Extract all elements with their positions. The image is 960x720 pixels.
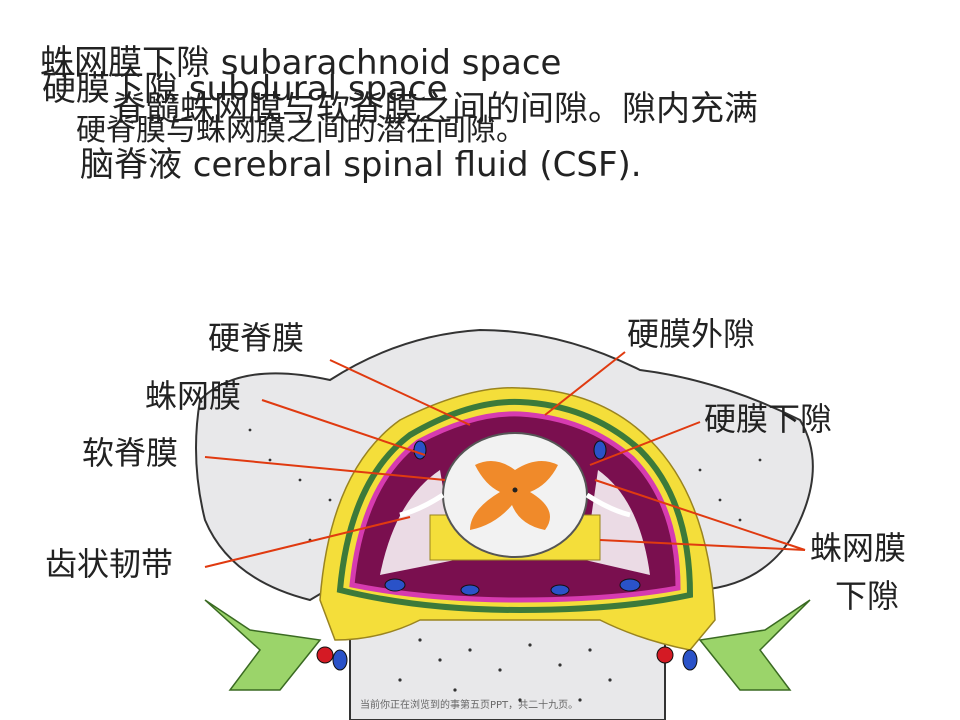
leader-subarachnoid-a	[594, 479, 806, 551]
leader-subdural	[589, 421, 701, 466]
description-csf: 脑脊液 cerebral spinal fluid (CSF).	[80, 145, 642, 185]
subarachnoid-space-right	[585, 470, 650, 575]
leader-arachnoid	[261, 399, 426, 456]
description-subdural: 硬脊膜与蛛网膜之间的潜在间隙。	[76, 113, 526, 148]
title-subdural: 硬膜下隙 subdural space	[42, 69, 448, 109]
label-pia-mater: 软脊膜	[82, 434, 179, 472]
epidural-veins	[332, 440, 698, 671]
bone-stipple	[398, 638, 612, 702]
gray-matter	[470, 461, 558, 530]
leader-denticulate	[204, 516, 411, 568]
footer-page-info: 当前你正在浏览到的事第五页PPT，共二十九页。	[360, 700, 579, 711]
leader-subarachnoid-b	[599, 539, 806, 551]
label-subarachnoid-line2: 下隙	[835, 577, 900, 615]
denticulate-ligament-left	[399, 492, 445, 518]
leader-lines	[204, 351, 806, 568]
label-subarachnoid-line1: 蛛网膜	[810, 529, 907, 567]
title-subarachnoid: 蛛网膜下隙 subarachnoid space	[40, 43, 562, 83]
leader-dura	[329, 359, 471, 426]
label-arachnoid: 蛛网膜	[145, 377, 242, 415]
description-subarachnoid: 脊髓蛛网膜与软脊膜之间的间隙。隙内充满	[112, 89, 758, 129]
denticulate-ligament-right	[585, 492, 631, 518]
arteries	[316, 646, 674, 664]
label-subdural-space: 硬膜下隙	[704, 400, 833, 438]
spinal-nerve-left	[204, 599, 322, 691]
leader-epidural	[544, 351, 626, 416]
spinal-nerve-right	[698, 599, 811, 691]
leader-pia	[204, 456, 446, 481]
central-canal	[512, 487, 518, 493]
dura-mater	[336, 398, 694, 614]
label-dura-mater: 硬脊膜	[208, 319, 305, 357]
label-denticulate-ligament: 齿状韧带	[45, 545, 174, 583]
label-epidural-space: 硬膜外隙	[627, 315, 756, 353]
